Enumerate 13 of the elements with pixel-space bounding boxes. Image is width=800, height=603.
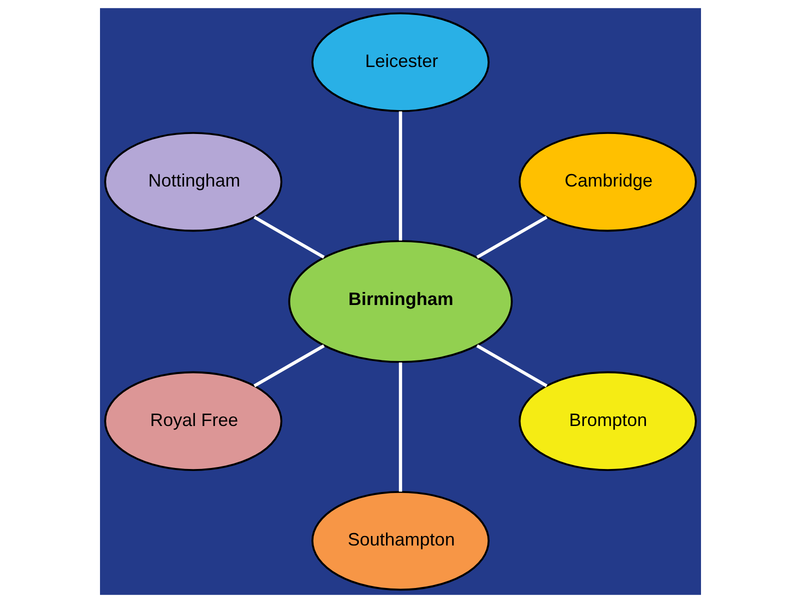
node-ellipse: Cambridge <box>518 132 696 232</box>
connector <box>398 362 402 492</box>
node-ellipse: Southampton <box>310 490 490 591</box>
connector <box>253 344 324 388</box>
node-ellipse: Leicester <box>310 12 490 112</box>
connector <box>398 111 402 240</box>
node-ellipse: Birmingham <box>288 240 512 363</box>
connector <box>476 344 547 388</box>
node-ellipse: Nottingham <box>104 132 282 232</box>
node-ellipse: Royal Free <box>104 371 282 471</box>
connector <box>253 216 324 259</box>
node-ellipse: Brompton <box>518 371 696 471</box>
connector <box>476 216 547 259</box>
